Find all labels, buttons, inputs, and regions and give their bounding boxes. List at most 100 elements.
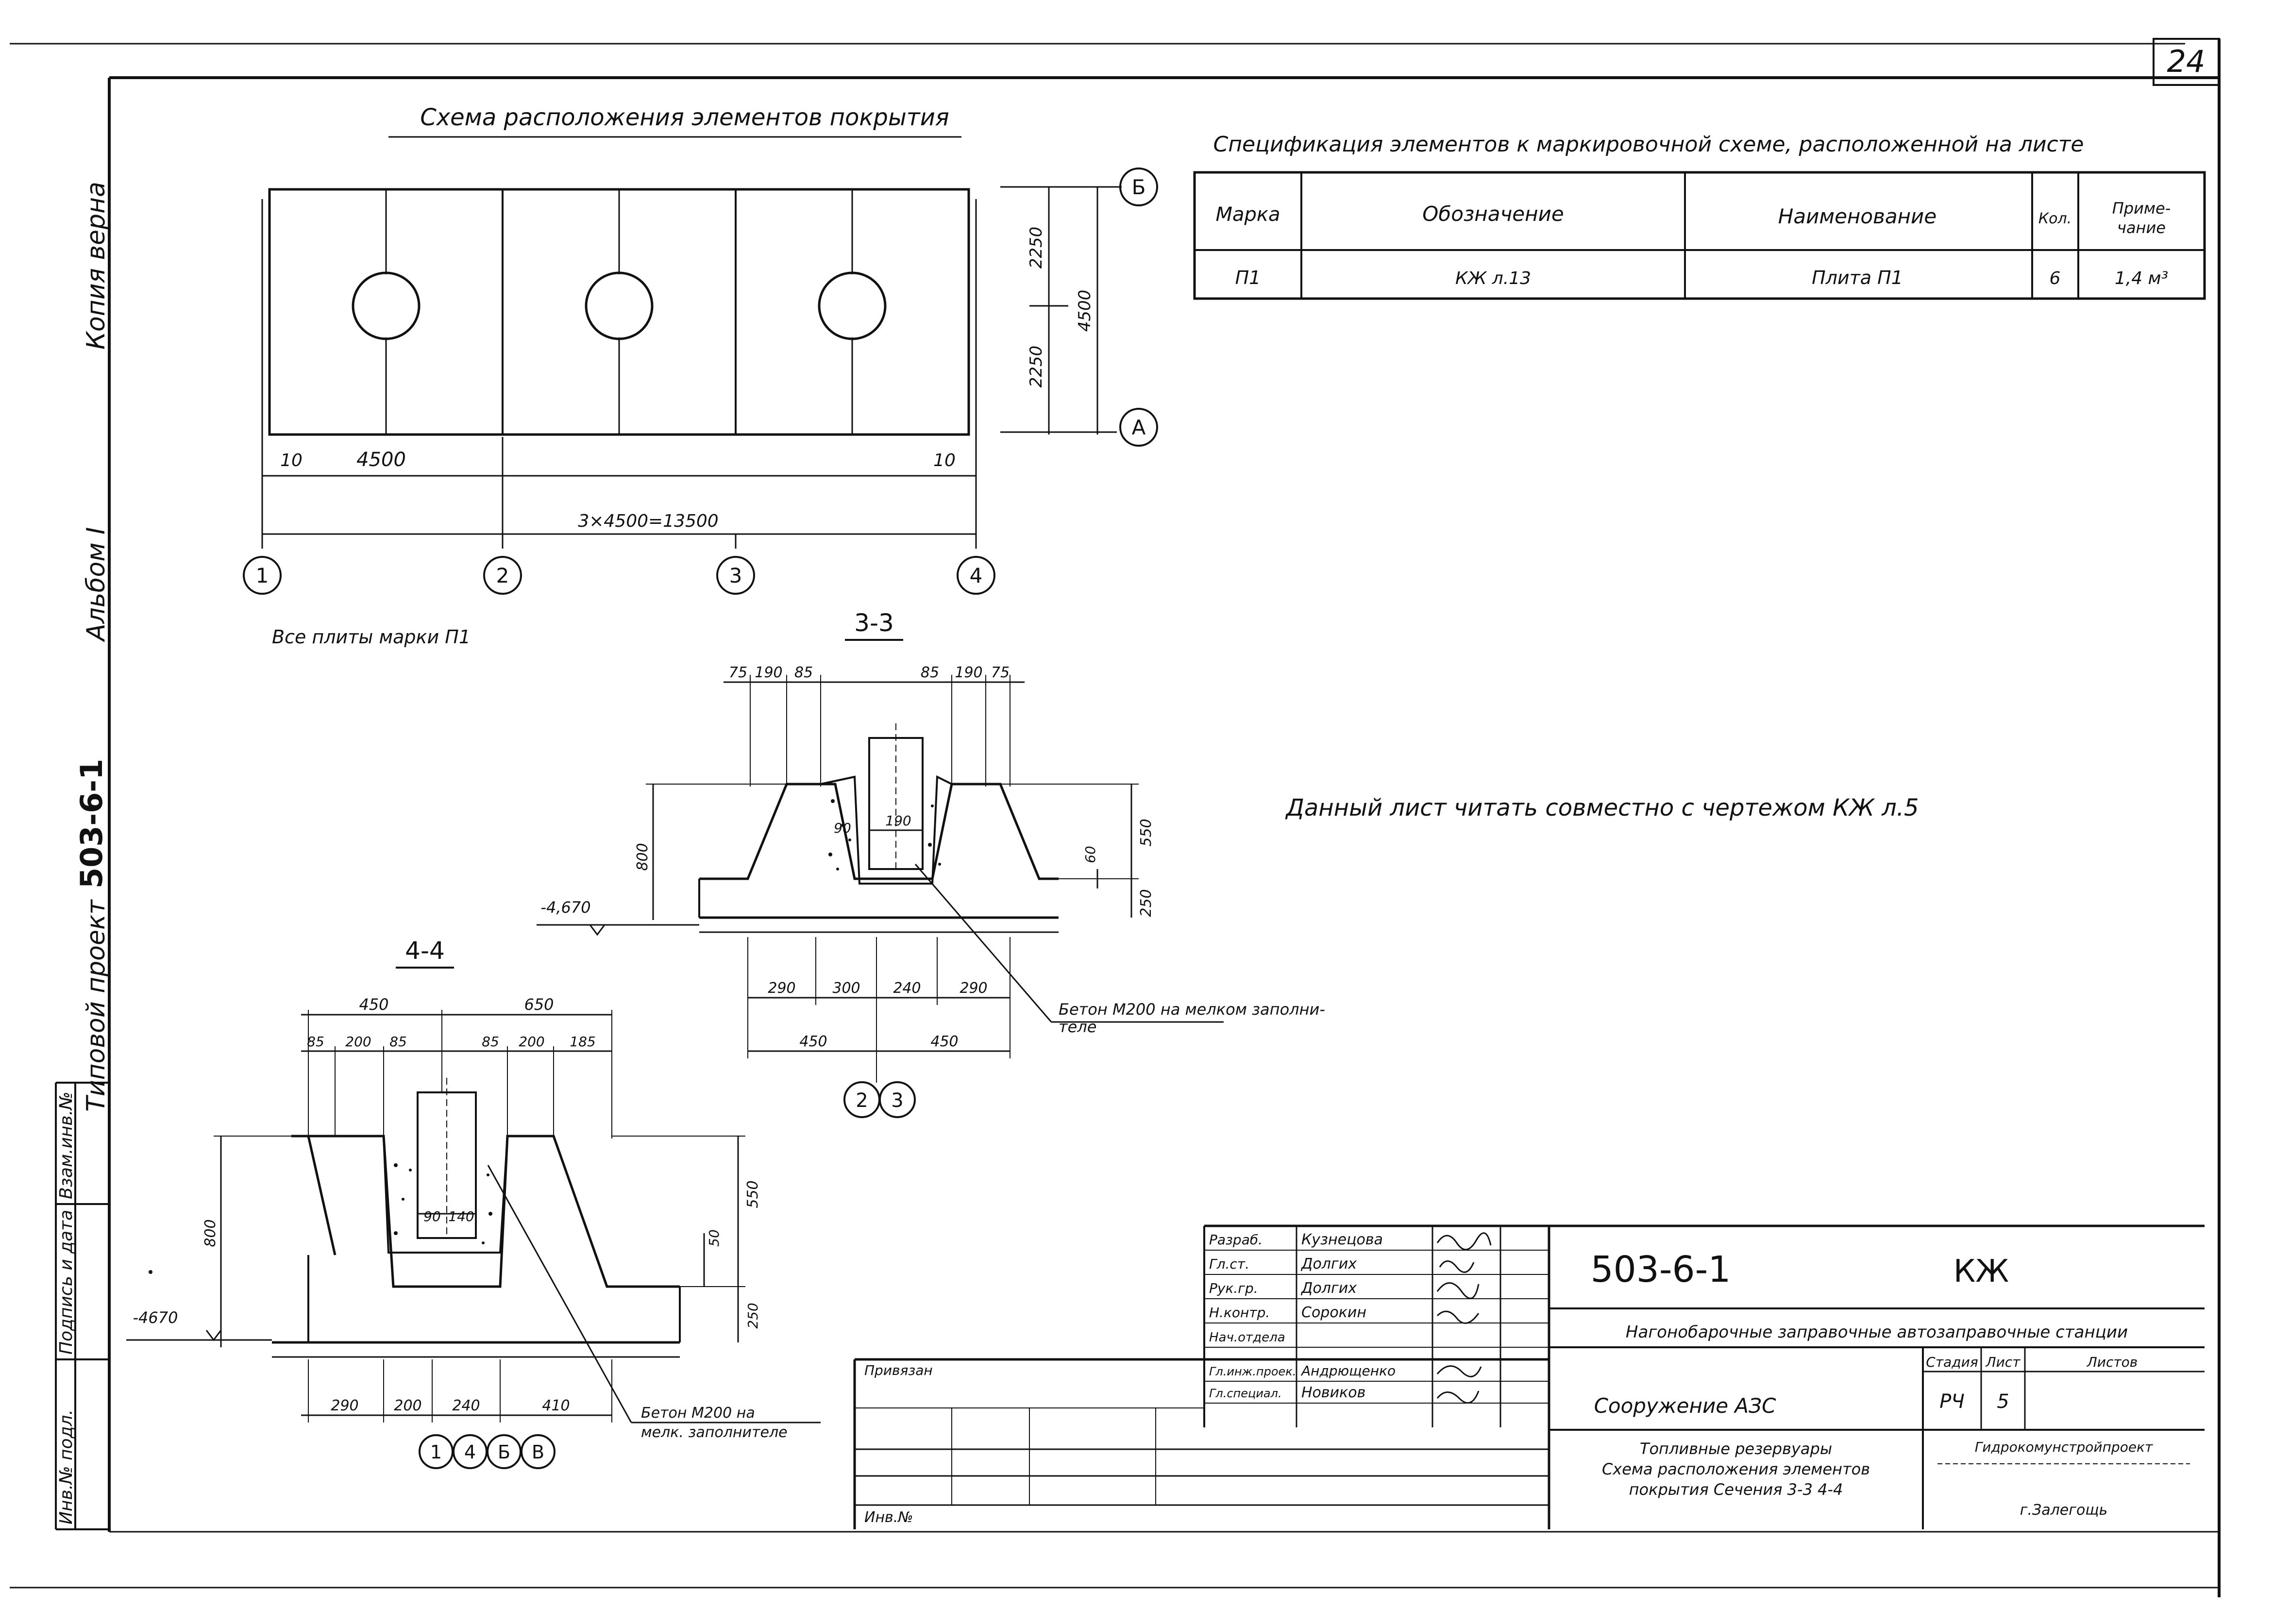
stamp-col-3: Взам.инв.№ (56, 1091, 76, 1199)
s44-dim-sub-2: 200 (345, 1034, 371, 1050)
s44-dim-top-1: 450 (359, 995, 388, 1014)
sheet-note: Данный лист читать совместно с чертежом … (1285, 794, 1919, 821)
s33-dim-h-4: 60 (1082, 846, 1098, 863)
s44-dim-sub-3: 85 (389, 1034, 407, 1050)
s44-axis-1: 1 (419, 1434, 454, 1469)
opening-circle (585, 271, 654, 340)
title-sheets-label: Листов (2087, 1354, 2138, 1370)
plan-title: Схема расположения элементов покрытия (420, 104, 949, 131)
s44-dim-inner-2: 140 (448, 1208, 474, 1224)
spec-header-name: Наименование (1778, 204, 1936, 228)
s44-dim-b-4: 410 (542, 1397, 570, 1414)
title-stage: РЧ (1939, 1390, 1965, 1413)
svg-text:1: 1 (256, 564, 269, 587)
s33-axis-3: 3 (879, 1081, 916, 1118)
s33-dim-half-1: 450 (799, 1033, 827, 1050)
s33-dim-b-2: 300 (832, 980, 860, 997)
spec-header-qty: Кол. (2038, 210, 2071, 227)
s44-dim-b-3: 240 (452, 1397, 480, 1414)
svg-text:1: 1 (430, 1441, 442, 1463)
title-sheet: 5 (1997, 1390, 2009, 1413)
s33-dim-top-6: 75 (991, 664, 1010, 681)
title-block: Привязан Инв.№ Разраб. Кузнецова Гл.ст. … (853, 1224, 2205, 1529)
s44-dim-h-4: 250 (745, 1303, 761, 1328)
role-4: Н.контр. (1209, 1305, 1270, 1321)
s33-dim-half-2: 450 (930, 1033, 958, 1050)
spec-cell-name: Плита П1 (1812, 267, 1903, 288)
s33-dim-top-1: 75 (729, 664, 747, 681)
s33-dim-inner-2: 190 (885, 813, 911, 829)
s33-concrete-note: Бетон М200 на мелком заполни-теле (1059, 1000, 1325, 1036)
spec-cell-note: 1,4 м³ (2115, 268, 2168, 288)
s44-dim-h-3: 50 (706, 1229, 722, 1247)
role-1: Разраб. (1209, 1232, 1263, 1248)
page-number: 24 (2167, 44, 2206, 79)
album-label: Альбом I (82, 527, 111, 642)
title-object: Сооружение АЗС (1594, 1394, 1777, 1418)
s33-dim-top-5: 190 (955, 664, 982, 681)
person-3: Долгих (1300, 1280, 1357, 1297)
concrete-fill-dots (149, 1163, 492, 1274)
s33-level: -4,670 (540, 898, 590, 917)
s33-dim-top-3: 85 (794, 664, 813, 681)
s33-dim-b-4: 290 (960, 980, 987, 997)
section-3-3: 3-3 75 190 85 85 190 75 90 190 (537, 609, 1325, 1118)
spec-cell-qty: 6 (2050, 268, 2061, 288)
section-4-4: 4-4 450 650 85 200 85 85 200 (126, 937, 821, 1469)
s33-dim-top-2: 190 (755, 664, 782, 681)
svg-text:Б: Б (498, 1441, 510, 1463)
svg-text:2: 2 (496, 564, 509, 587)
plan-dim-total-v: 4500 (1075, 290, 1094, 332)
concrete-fill-dots (828, 799, 941, 871)
axis-bubble-A: А (1119, 408, 1158, 447)
spec-cell-mark: П1 (1235, 267, 1261, 288)
person-4: Сорокин (1301, 1304, 1366, 1321)
title-city: г.Залегощь (2020, 1502, 2108, 1519)
person-6: Андрющенко (1300, 1363, 1396, 1379)
plan-dim-lower: 2250 (1027, 346, 1046, 388)
s33-dim-h-2: 550 (1138, 819, 1155, 846)
opening-circle (352, 271, 421, 340)
s44-axis-4: 4 (453, 1434, 488, 1469)
axis-bubble-1: 1 (243, 556, 282, 595)
role-2: Гл.ст. (1209, 1256, 1249, 1272)
plan-dim-edge-left: 10 (280, 451, 303, 470)
spec-header-note: Приме-чание (2112, 199, 2171, 237)
s44-dim-inner-1: 90 (423, 1208, 441, 1224)
person-7: Новиков (1301, 1384, 1365, 1401)
s44-dim-sub-4: 85 (482, 1034, 499, 1050)
role-5: Нач.отдела (1209, 1330, 1285, 1345)
s44-dim-h-1: 800 (202, 1219, 219, 1247)
s33-dim-h-3: 250 (1138, 889, 1155, 917)
axis-bubble-B: Б (1119, 167, 1158, 206)
svg-text:4: 4 (970, 564, 983, 587)
svg-text:4: 4 (464, 1441, 476, 1463)
role-3: Рук.гр. (1209, 1280, 1258, 1296)
axis-bubble-3: 3 (716, 556, 755, 595)
person-2: Долгих (1300, 1256, 1357, 1272)
person-1: Кузнецова (1301, 1231, 1383, 1248)
plan-dim-total: 3×4500=13500 (578, 511, 718, 531)
binding-strip: Копия верна Альбом I 503-6-1 Типовой про… (55, 182, 111, 1530)
sheet-frame: 24 (10, 38, 2221, 1597)
s33-axis-2: 2 (843, 1081, 880, 1118)
stamp-col-1: Инв.№ подл. (56, 1409, 76, 1524)
s44-axis-V: В (521, 1434, 556, 1469)
roof-plan: Схема расположения элементов покрытия 45… (243, 104, 1158, 648)
title-mark: КЖ (1953, 1254, 2009, 1289)
copy-verified-label: Копия верна (82, 182, 111, 350)
s44-dim-sub-6: 185 (570, 1034, 595, 1050)
title-stage-label: Стадия (1926, 1354, 1978, 1370)
title-project-name: Нагонобарочные заправочные автозаправочн… (1626, 1323, 2128, 1342)
project-code-label: 503-6-1 (74, 759, 109, 888)
s44-level: -4670 (133, 1308, 178, 1327)
attached-label: Привязан (864, 1362, 933, 1378)
s33-dim-b-1: 290 (768, 980, 795, 997)
inv-no-label: Инв.№ (864, 1509, 913, 1526)
s44-axis-B: Б (487, 1434, 522, 1469)
s33-dim-top-4: 85 (921, 664, 939, 681)
s44-dim-top-2: 650 (524, 995, 554, 1014)
plan-dim-upper: 2250 (1027, 227, 1046, 269)
role-6: Гл.инж.проек. (1209, 1365, 1296, 1378)
